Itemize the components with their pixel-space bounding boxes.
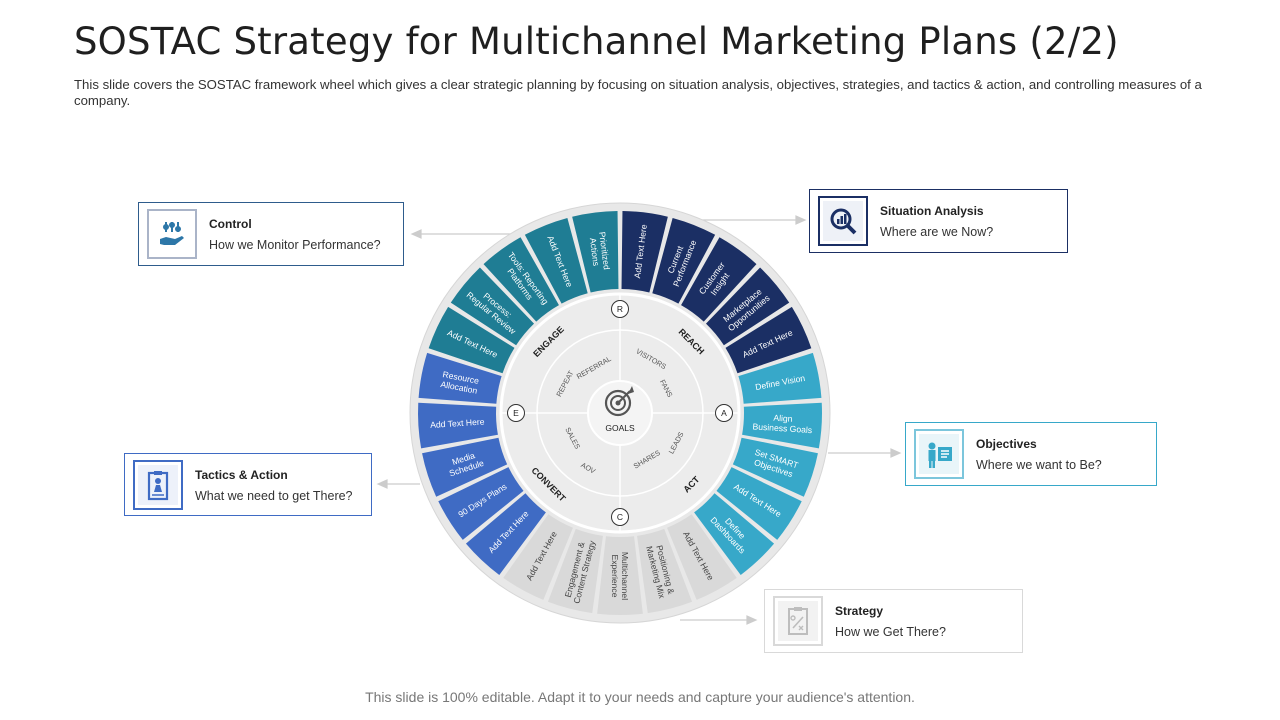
marker-letter-c: C (617, 512, 623, 522)
connector-arrows (376, 215, 902, 625)
marker-letter-r: R (617, 304, 623, 314)
control-card: Control How we Monitor Performance? (138, 202, 404, 266)
wheel-segment-tactics (418, 402, 498, 449)
strategy-icon-box (773, 596, 823, 646)
goals-hub (587, 380, 653, 446)
wheel-segment-strategy (637, 528, 693, 614)
control-icon-box (147, 209, 197, 259)
arrow-situation-head (795, 215, 807, 225)
wheel-segment-tactics (465, 493, 546, 575)
control-desc: How we Monitor Performance? (209, 238, 381, 252)
situation-card: Situation Analysis Where are we Now? (809, 189, 1068, 253)
clipboard-person-icon (147, 471, 169, 501)
marker-circle-a (715, 404, 733, 422)
strategy-desc: How we Get There? (835, 625, 946, 639)
situation-icon-box (818, 196, 868, 246)
wheel-segment-label: PrioritizedActions (587, 231, 612, 272)
strategy-board-icon (788, 607, 808, 635)
marker-letter-a: A (721, 408, 727, 418)
arrow-strategy-head (746, 615, 758, 625)
slide-footer: This slide is 100% editable. Adapt it to… (365, 689, 915, 705)
objectives-title: Objectives (976, 437, 1037, 451)
wheel-segment-tactics (422, 437, 508, 497)
magnifier-chart-icon (830, 208, 857, 235)
situation-title: Situation Analysis (880, 204, 984, 218)
arrow-objectives-head (890, 448, 902, 458)
wheel-segment-situation (725, 306, 812, 374)
wheel-segment-situation (621, 211, 668, 293)
arrow-control-head (410, 229, 422, 239)
objectives-card: Objectives Where we want to Be? (905, 422, 1157, 486)
wheel-segment-tactics (418, 352, 502, 404)
tactics-card: Tactics & Action What we need to get The… (124, 453, 372, 516)
wheel-segment-strategy (667, 514, 737, 600)
arrow-tactics-head (376, 479, 388, 489)
marker-circle-e (507, 404, 525, 422)
marker-circle-r (611, 300, 629, 318)
wheel-segment-label: Add Text Here (430, 417, 485, 430)
wheel-segment-label: MultichannelExperience (610, 552, 630, 600)
situation-desc: Where are we Now? (880, 225, 994, 239)
wheel-segment-strategy (547, 528, 603, 614)
target-icon (604, 386, 634, 417)
slide-title: SOSTAC Strategy for Multichannel Marketi… (74, 20, 1119, 63)
wheel-segment-control (450, 267, 535, 346)
wheel-segment-label: AlignBusiness Goals (752, 411, 813, 435)
tactics-icon-box (133, 460, 183, 510)
strategy-card: Strategy How we Get There? (764, 589, 1023, 653)
hand-settings-icon (160, 222, 184, 245)
tactics-desc: What we need to get There? (195, 489, 353, 503)
wheel-segment-situation (681, 237, 757, 322)
wheel-segment-objectives (732, 437, 818, 497)
wheel-segment-objectives (738, 352, 822, 404)
wheel-segment-strategy (503, 514, 573, 600)
goals-label: GOALS (605, 423, 635, 433)
wheel-segment-tactics (438, 467, 524, 540)
marker-letter-e: E (513, 408, 519, 418)
wheel-segment-control (524, 217, 588, 304)
control-title: Control (209, 217, 252, 231)
wheel-segment-situation (705, 267, 790, 346)
presenter-board-icon (928, 442, 952, 468)
wheel-segment-control (428, 306, 515, 374)
slide-subtitle: This slide covers the SOSTAC framework w… (74, 77, 1202, 108)
tactics-title: Tactics & Action (195, 468, 288, 482)
strategy-title: Strategy (835, 604, 884, 618)
wheel-segment-control (483, 237, 559, 322)
marker-circle-c (611, 508, 629, 526)
wheel-segment-objectives (742, 402, 822, 449)
wheel-segment-objectives (694, 493, 775, 575)
objectives-desc: Where we want to Be? (976, 458, 1102, 472)
wheel-segment-control (572, 211, 619, 293)
wheel-segment-strategy (597, 536, 643, 616)
objectives-icon-box (914, 429, 964, 479)
wheel-segment-situation (652, 217, 716, 304)
wheel-segment-objectives (716, 467, 802, 540)
